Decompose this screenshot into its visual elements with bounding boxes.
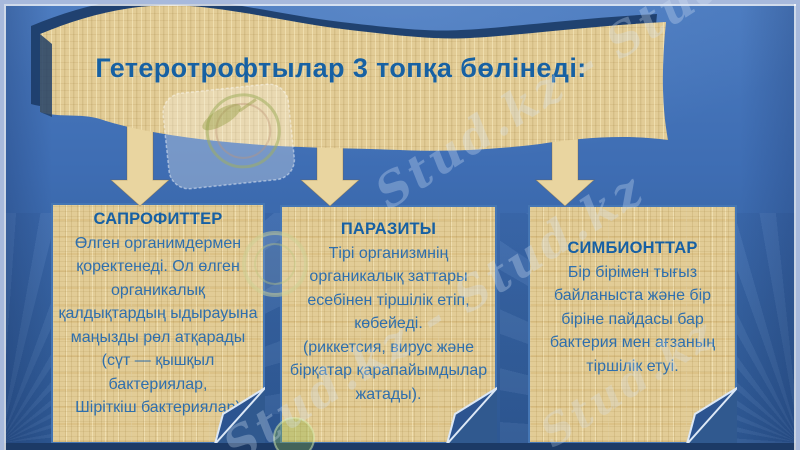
group-body-text: Өлген органимдермен қоректенеді. Ол өлге… <box>58 234 258 417</box>
group-body-text: Бір бірімен тығыз байланыста және бір бі… <box>549 263 716 375</box>
group-heading: СИМБИОНТТАР <box>567 239 698 257</box>
ribbon-texture <box>40 5 668 151</box>
group-body-text: Тірі организмнің органикалық заттары есе… <box>289 244 488 403</box>
edge-shade-right <box>740 0 800 450</box>
studkz-logo-watermark <box>162 83 296 190</box>
page-curl <box>446 387 497 444</box>
group-card-parasites: ПАРАЗИТЫ Тірі организмнің органикалық за… <box>280 205 497 444</box>
leaf-logo-watermark <box>273 417 315 450</box>
group-heading: САПРОФИТТЕР <box>93 210 223 228</box>
page-curl <box>686 387 737 444</box>
page-curl <box>214 387 265 444</box>
group-heading: ПАРАЗИТЫ <box>340 220 437 238</box>
group-card-symbionts: СИМБИОНТТАР Бір бірімен тығыз байланыста… <box>528 205 737 444</box>
group-card-saprophytes: САПРОФИТТЕР Өлген органимдермен қоректен… <box>51 203 265 444</box>
title-ribbon <box>31 0 668 151</box>
slide-title: Гетеротрофтылар 3 топқа бөлінеді: <box>95 53 587 83</box>
ribbon-left-fold <box>40 34 52 117</box>
connector-arrows <box>109 107 596 207</box>
down-arrow-3 <box>534 135 596 207</box>
circle-logo-watermark <box>242 231 308 297</box>
bottom-strip <box>0 443 800 450</box>
